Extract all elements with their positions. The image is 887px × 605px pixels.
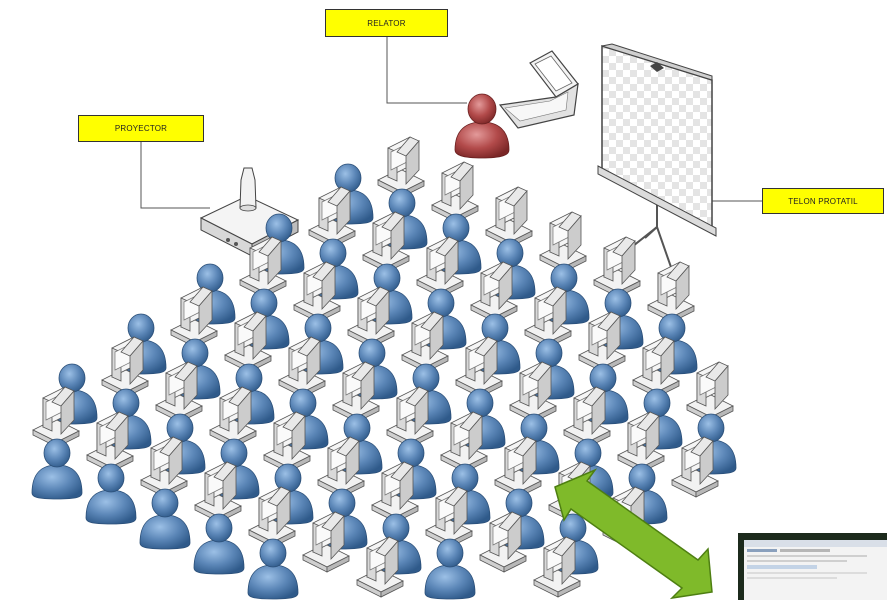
desktop-computer-icon [593,236,641,298]
student-person-icon [193,513,245,575]
screen-thumbnail [738,533,887,600]
desktop-computer-icon [539,211,587,273]
proyector-label: PROYECTOR [78,115,204,142]
student-person-icon [247,538,299,600]
student-person-icon [424,538,476,600]
desktop-computer-icon [431,161,479,223]
double-arrow-icon [554,468,713,600]
desktop-computer-icon [377,136,425,198]
desktop-computer-icon [170,286,218,348]
proyector-connector [140,128,210,209]
student-person-icon [139,488,191,550]
relator-connector [386,24,467,104]
desktop-computer-icon [101,336,149,398]
relator-label: RELATOR [325,9,448,37]
telon-portatil-label: TELON PROTATIL [762,188,884,214]
desktop-computer-icon [32,386,80,448]
student-person-icon [31,438,83,500]
projection-screen-icon [597,43,717,271]
laptop-icon [498,50,579,129]
desktop-computer-icon [308,186,356,248]
desktop-computer-icon [647,261,695,323]
student-person-icon [85,463,137,525]
presenter-person-icon [454,93,510,159]
desktop-computer-icon [485,186,533,248]
